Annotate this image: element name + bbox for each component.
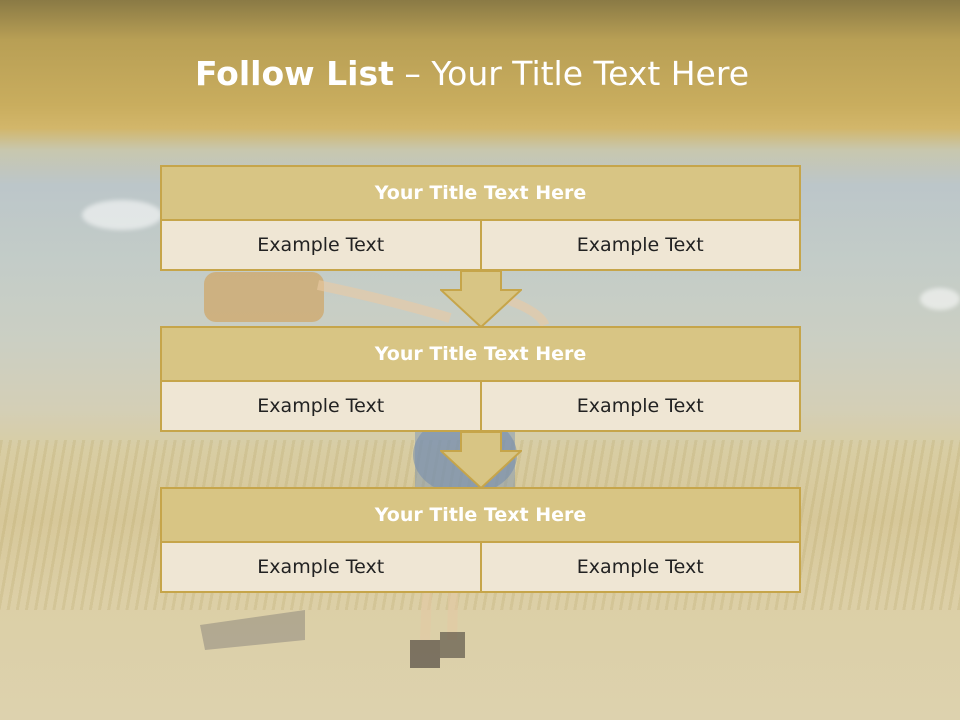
block-cell-left: Example Text [160, 543, 482, 593]
block-cell-right: Example Text [481, 221, 801, 271]
title-main: Follow List [194, 54, 394, 93]
block-heading: Your Title Text Here [160, 165, 801, 221]
cloud-decoration [920, 288, 960, 310]
slide-title: Follow List – Your Title Text Here [0, 54, 944, 93]
block-row: Example Text Example Text [160, 221, 801, 271]
block-row: Example Text Example Text [160, 382, 801, 432]
list-block-3: Your Title Text Here Example Text Exampl… [160, 487, 801, 593]
block-cell-right: Example Text [481, 382, 801, 432]
cloud-decoration [82, 200, 162, 230]
list-block-1: Your Title Text Here Example Text Exampl… [160, 165, 801, 271]
down-arrow-icon [440, 270, 522, 328]
down-arrow-icon [440, 431, 522, 489]
block-heading: Your Title Text Here [160, 487, 801, 543]
block-heading: Your Title Text Here [160, 326, 801, 382]
title-rest: – Your Title Text Here [404, 54, 750, 93]
block-cell-left: Example Text [160, 382, 482, 432]
list-block-2: Your Title Text Here Example Text Exampl… [160, 326, 801, 432]
block-cell-left: Example Text [160, 221, 482, 271]
block-row: Example Text Example Text [160, 543, 801, 593]
block-cell-right: Example Text [481, 543, 801, 593]
